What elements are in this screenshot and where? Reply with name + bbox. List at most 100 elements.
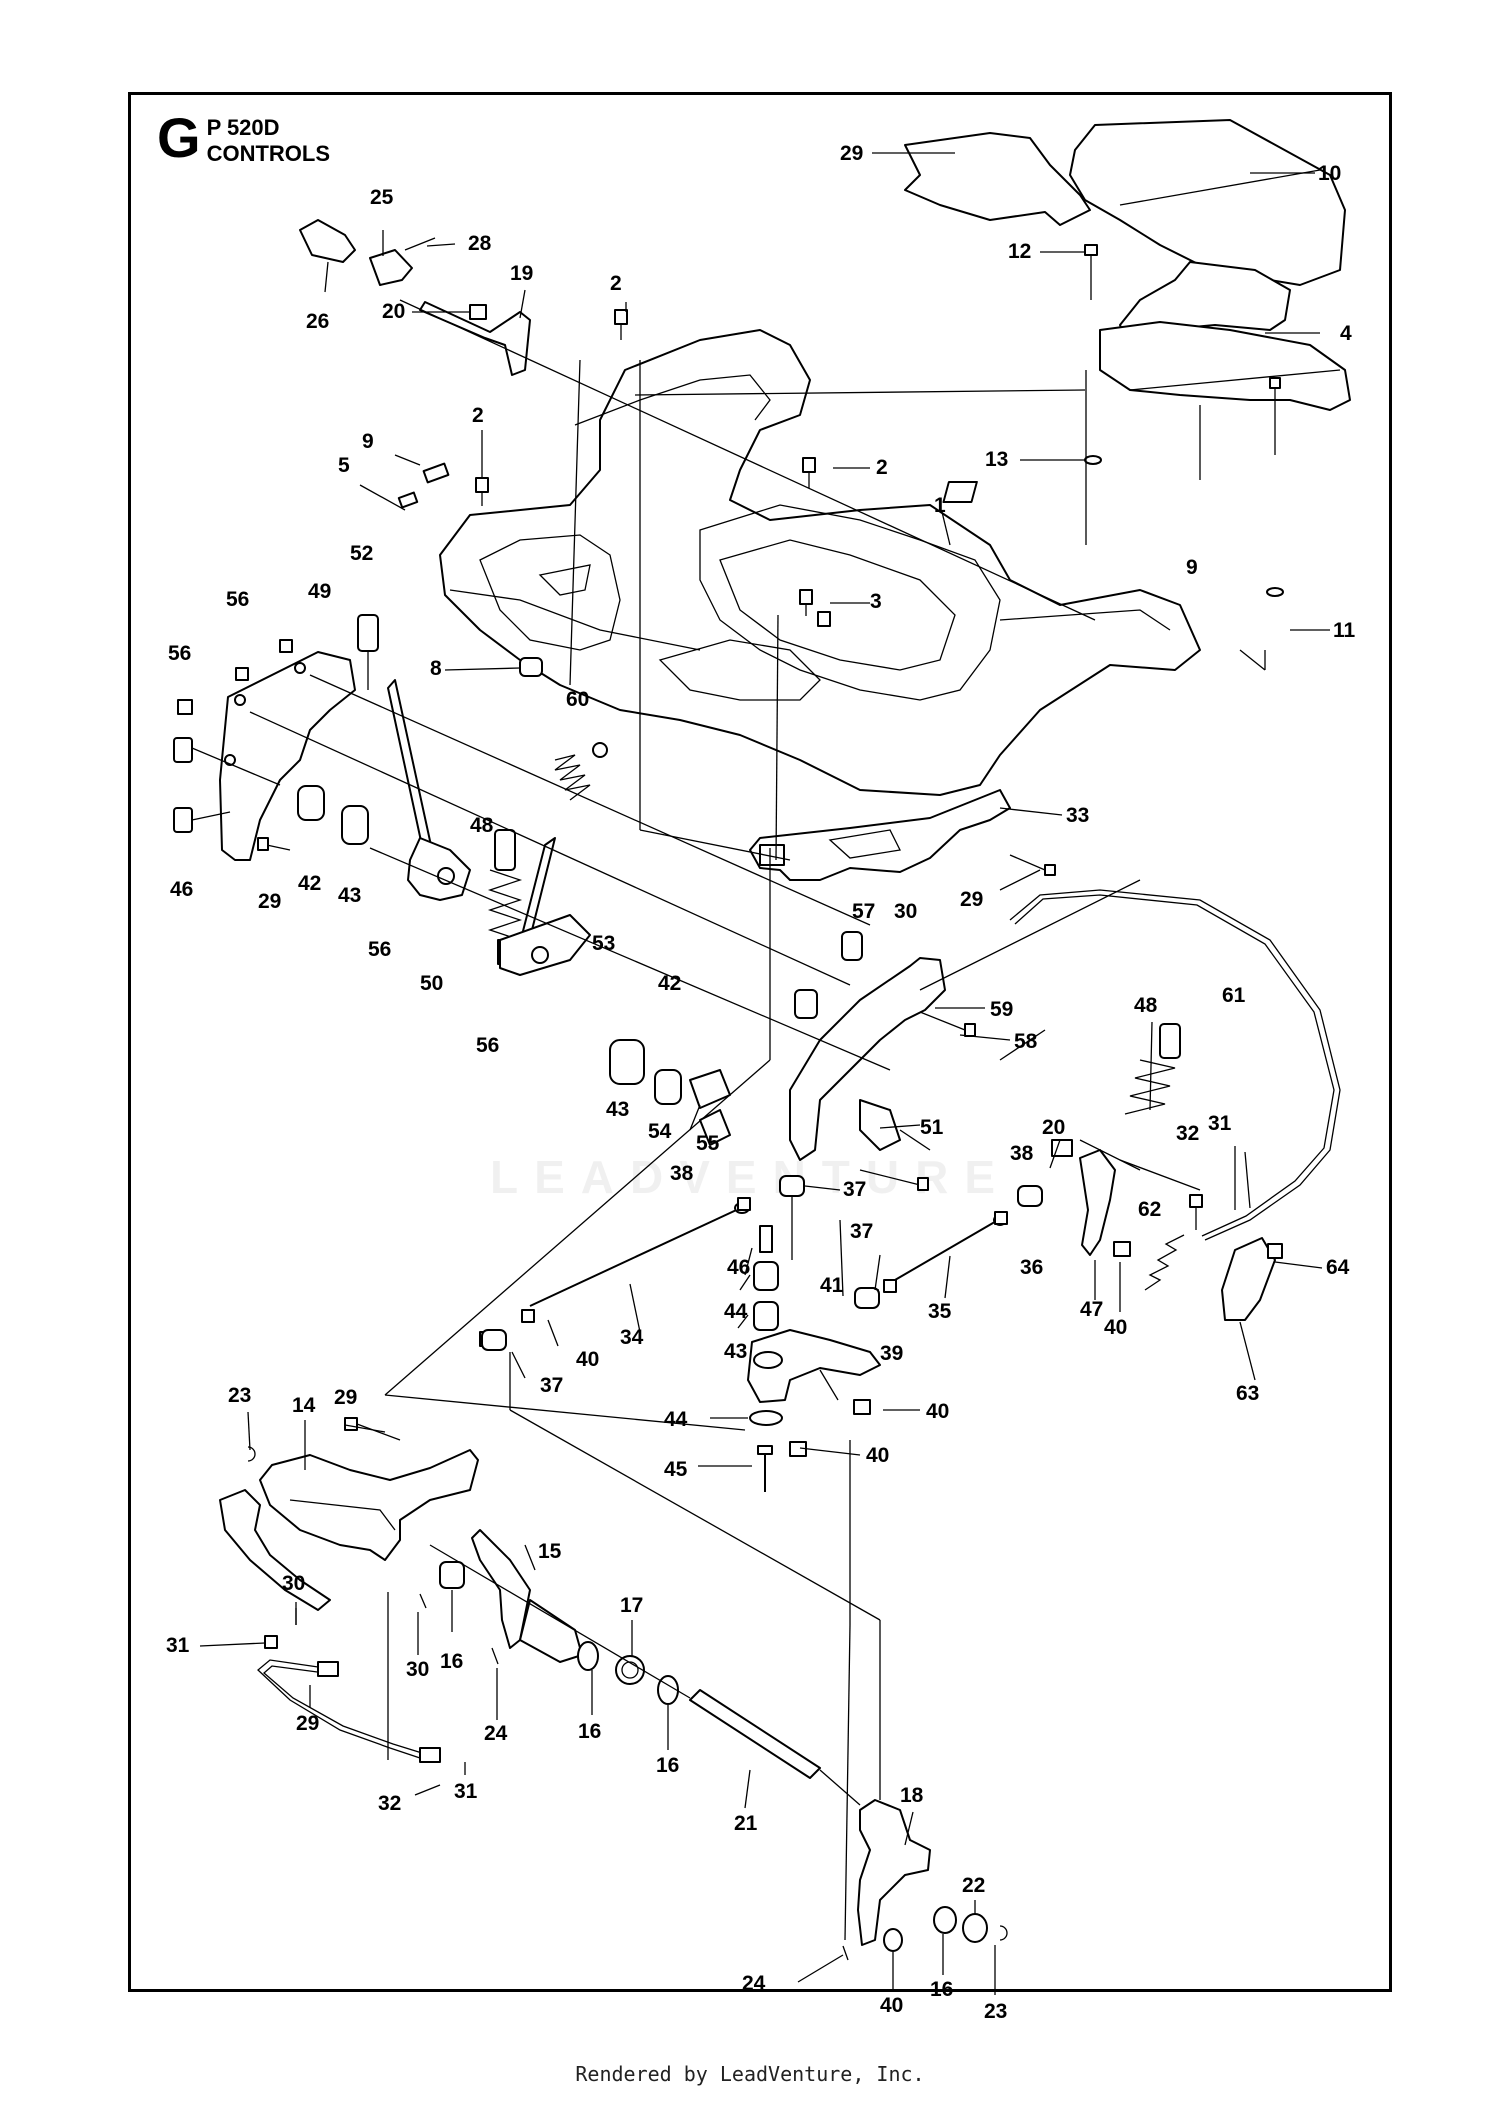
- callout-53: 51: [920, 1116, 944, 1139]
- callout-16-b: 16: [578, 1720, 601, 1743]
- callout-64: 64: [1326, 1256, 1350, 1279]
- callout-8: 8: [430, 657, 442, 680]
- watermark: LEADVENTURE: [490, 1151, 1012, 1203]
- bolt-20-right: [1051, 1139, 1073, 1157]
- callout-22: 22: [962, 1874, 985, 1897]
- bracket-47: [1079, 1149, 1116, 1256]
- ball-joint-36-left: [779, 1175, 805, 1260]
- callout-9: 9: [1186, 556, 1198, 579]
- callout-25: 25: [370, 186, 394, 209]
- callout-19: 19: [510, 262, 533, 285]
- callout-23-right: 23: [984, 2000, 1007, 2023]
- floor-mat-5: [904, 132, 1091, 226]
- nut-38-left: [737, 1197, 751, 1211]
- spacer-43-center: [753, 1261, 779, 1291]
- callout-60: 60: [566, 688, 589, 711]
- clip-23-right: [999, 1925, 1008, 1941]
- diagram-frame: [128, 92, 1392, 1992]
- callout-18: 18: [900, 1784, 924, 1807]
- header-lines: P 520D CONTROLS: [207, 112, 330, 167]
- callout-24-left: 24: [484, 1722, 508, 1745]
- spring-17: [615, 1655, 645, 1685]
- bracket-33: [749, 789, 1011, 881]
- section-title: CONTROLS: [206, 141, 331, 166]
- callout-43-left: 43: [338, 884, 361, 907]
- callout-7: 9: [362, 430, 374, 453]
- callout-54: 54: [648, 1120, 672, 1143]
- callout-20-top: 20: [382, 300, 405, 323]
- callout-48-right: 48: [1134, 994, 1158, 1017]
- callout-56-d: 56: [476, 1034, 499, 1057]
- bolt-29-bracket: [1009, 854, 1056, 876]
- spring-60: [554, 742, 608, 801]
- ball-joint-37-left: [481, 1329, 507, 1351]
- spacer-center: [794, 989, 818, 1019]
- callout-16-c: 16: [656, 1754, 679, 1777]
- washer-13: [1084, 455, 1102, 465]
- nut-56-stack: [177, 639, 293, 715]
- pin-30-bottom: [419, 1593, 427, 1609]
- callout-35: 35: [928, 1300, 952, 1323]
- callout-29-bracket: 29: [960, 888, 983, 911]
- washer-22: [962, 1913, 988, 1943]
- callout-17: 17: [620, 1594, 643, 1617]
- callout-49: 49: [308, 580, 331, 603]
- nut-13-clip: [942, 481, 978, 503]
- callout-37-center: 37: [850, 1220, 873, 1243]
- callout-2-mid: 2: [472, 404, 484, 427]
- callout-6: 5: [338, 454, 350, 477]
- callout-46-left: 46: [170, 878, 193, 901]
- bolt-64: [1267, 1243, 1283, 1259]
- plate-49: [219, 651, 356, 861]
- pin-46-center: [759, 1225, 773, 1253]
- callout-29-left: 29: [258, 890, 281, 913]
- damper-48-right: [1124, 1023, 1181, 1115]
- nut-40-a: [853, 1399, 871, 1415]
- ball-joint-36-right: [1017, 1185, 1043, 1207]
- callout-14: 14: [292, 1394, 316, 1417]
- bolt-29-left: [257, 837, 291, 851]
- screw-2c: [802, 457, 816, 488]
- callout-2-top: 2: [610, 272, 622, 295]
- floor-mat-10: [1069, 119, 1346, 286]
- plate-59: [789, 957, 946, 1161]
- callout-30-bottom: 30: [406, 1658, 429, 1681]
- cable-28: [257, 1659, 441, 1763]
- spacer-42-left: [297, 785, 325, 821]
- callout-28: 29: [296, 1712, 319, 1735]
- callout-48-left: 48: [470, 814, 494, 837]
- nut-40-bottom: [883, 1928, 903, 1952]
- rod-34: [479, 1202, 750, 1347]
- callout-45: 45: [664, 1458, 688, 1481]
- callout-32-right: 32: [1176, 1122, 1199, 1145]
- screw-3b: [817, 611, 831, 627]
- nut-39-center: [883, 1279, 897, 1293]
- callout-5: 29: [840, 142, 863, 165]
- floor-mat-9: [1099, 321, 1351, 411]
- spacer-46-stack: [173, 737, 193, 833]
- callout-47: 47: [1080, 1298, 1103, 1321]
- callout-32-left: 31: [166, 1634, 190, 1657]
- pin-27: [404, 237, 436, 251]
- callout-36-left: 37: [843, 1178, 866, 1201]
- callout-44: 44: [664, 1408, 688, 1431]
- pedal-bracket-14: [219, 1449, 479, 1611]
- callout-4: 4: [1340, 322, 1352, 345]
- screw-32-right: [1189, 1194, 1203, 1230]
- callout-63: 63: [1236, 1382, 1259, 1405]
- callout-10: 10: [1318, 162, 1341, 185]
- bracket-25: [369, 249, 413, 286]
- lever-51: [357, 614, 433, 856]
- callout-11: 11: [1333, 619, 1356, 642]
- callout-42-bottom: 43: [724, 1340, 747, 1363]
- callout-57: 57: [852, 900, 875, 923]
- bolt-29-bottom: [344, 1417, 401, 1441]
- callout-36-right: 36: [1020, 1256, 1043, 1279]
- callout-40-bottom-center: 40: [866, 1444, 889, 1467]
- bracket-63: [1221, 1237, 1276, 1321]
- grommet-8: [519, 657, 543, 677]
- callout-38-right: 38: [1010, 1142, 1034, 1165]
- callout-42-center: 42: [658, 972, 681, 995]
- callout-43-center: 43: [606, 1098, 629, 1121]
